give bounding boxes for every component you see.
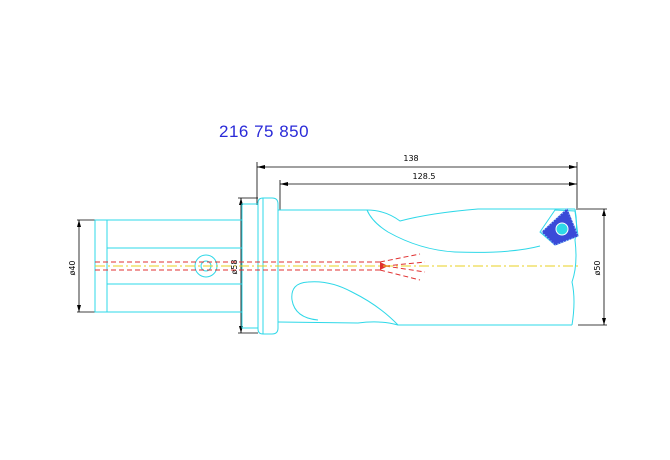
lower-flute (291, 281, 399, 326)
flange (257, 197, 279, 335)
upper-flute (366, 209, 541, 253)
body-top-edge (278, 208, 575, 222)
dimension-arrows (77, 165, 606, 333)
flange-diameter-dimension: ø58 (230, 259, 239, 274)
shank-diameter-dimension: ø40 (68, 260, 77, 275)
drill-diameter-dimension: ø50 (593, 260, 602, 275)
part-number-label: 216 75 850 (219, 122, 310, 141)
body-bottom-edge (277, 321, 572, 326)
overall-length-dimension: 138 (403, 154, 418, 163)
cutting-insert (541, 208, 579, 246)
dimension-lines (77, 162, 607, 334)
body-length-dimension: 128.5 (413, 172, 436, 181)
coolant-channels (95, 253, 426, 281)
